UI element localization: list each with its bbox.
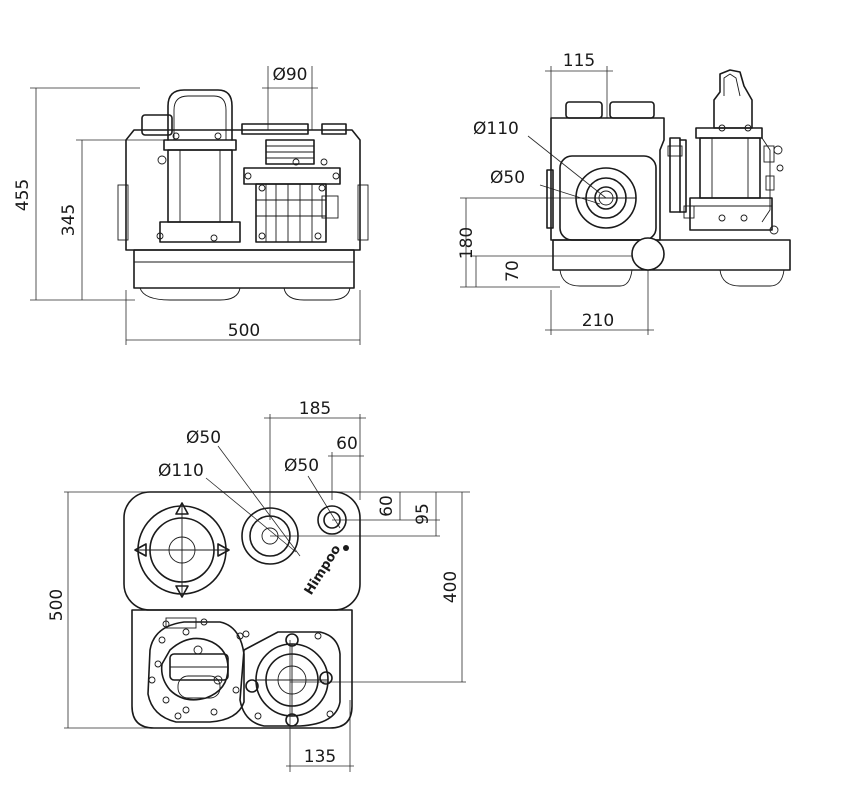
dim-pump-offset: 135: [304, 747, 336, 767]
dim-inlet-height: 345: [59, 204, 79, 236]
dim-inlet-center-height: 180: [457, 227, 477, 259]
dim-inlet-large: Ø110: [158, 461, 204, 481]
dim-inner-depth: 400: [441, 571, 461, 603]
dim-small-inlet-diameter: Ø50: [490, 168, 525, 188]
dim-overall-height: 455: [13, 179, 33, 211]
dim-large-inlet-diameter: Ø110: [473, 119, 519, 139]
dim-inlet-small-left: Ø50: [186, 428, 221, 448]
dim-depth: 210: [582, 311, 614, 331]
brand-logo: Himpoo: [302, 542, 344, 598]
dim-offset-60-vertical: 60: [377, 495, 397, 517]
dim-offset-185: 185: [299, 399, 331, 419]
dim-inlet-small-right: Ø50: [284, 456, 319, 476]
dim-overall-width: 500: [228, 321, 260, 341]
dim-offset-60-horizontal: 60: [336, 434, 358, 454]
dim-overall-depth: 500: [47, 589, 67, 621]
dim-outlet-height: 70: [503, 260, 523, 282]
front-view: Ø90 455 345 500: [13, 65, 369, 345]
top-view: Himpoo: [47, 399, 470, 772]
side-view: 115 Ø110 Ø50 180 70 210: [457, 51, 791, 335]
dim-outlet-offset: 115: [563, 51, 595, 71]
dim-offset-95: 95: [413, 503, 433, 525]
dim-pipe-diameter: Ø90: [272, 65, 307, 85]
